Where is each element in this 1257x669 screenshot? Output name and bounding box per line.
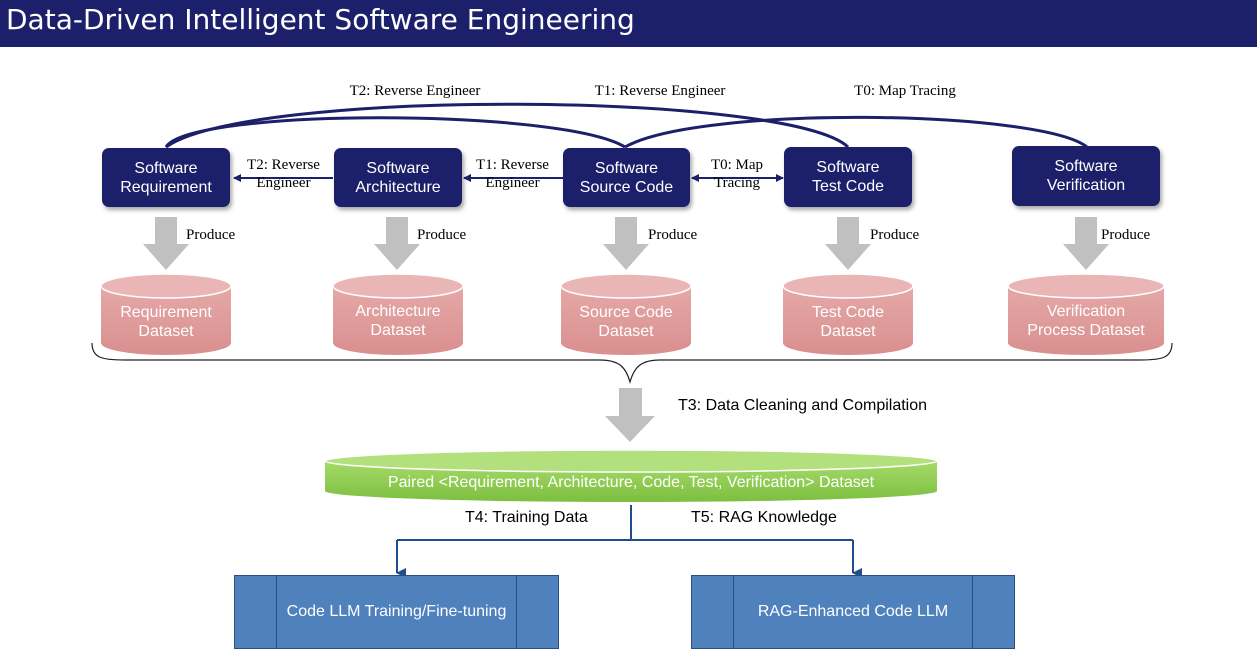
paired-dataset-label: Paired <Requirement, Architecture, Code,…: [387, 473, 875, 491]
box-label-line: Verification: [1046, 177, 1126, 194]
box-software-verification[interactable]: Software Verification: [1012, 146, 1160, 206]
link-label-t1: T1: Reverse Engineer: [465, 156, 560, 192]
arc-t2: [164, 116, 626, 149]
model-rag-enhanced[interactable]: RAG-Enhanced Code LLM: [691, 575, 1015, 649]
cylinder-verif: [1007, 273, 1165, 355]
box-label-line: Software: [594, 159, 659, 177]
t4-label: T4: Training Data: [465, 509, 588, 526]
t5-label: T5: RAG Knowledge: [691, 509, 837, 526]
box-label-line: Source Code: [579, 178, 674, 196]
dataset-label-line: Dataset: [820, 323, 876, 340]
link-label-line: T2: Reverse: [247, 157, 320, 173]
link-label-line: T1: Reverse: [476, 157, 549, 173]
dataset-label-source-code: Source Code Dataset: [561, 302, 691, 342]
dataset-label-line: Test Code: [811, 304, 885, 321]
link-label-line: T0: Map: [710, 157, 764, 173]
t3-label: T3: Data Cleaning and Compilation: [678, 397, 928, 414]
box-label-line: Requirement: [120, 178, 212, 196]
dataset-label-architecture: Architecture Dataset: [333, 301, 463, 341]
box-label-line: Software: [816, 159, 880, 176]
box-software-source-code[interactable]: Software Source Code: [563, 148, 690, 207]
produce-label-test: Produce: [870, 227, 920, 243]
cylinder-src: [560, 273, 692, 355]
produce-arrow-verif: [1063, 217, 1109, 270]
box-label-line: Software: [1054, 158, 1118, 175]
dataset-label-line: Dataset: [598, 323, 654, 340]
link-label-line: Engineer: [256, 175, 311, 191]
link-label-t0: T0: Map Tracing: [692, 156, 782, 192]
dataset-label-requirement: Requirement Dataset: [101, 302, 231, 342]
dataset-label-line: Verification: [1046, 303, 1126, 320]
arc-label-t1: T1: Reverse Engineer: [594, 83, 726, 99]
dataset-label-line: Architecture: [355, 303, 441, 320]
arc-label-t0: T0: Map Tracing: [854, 83, 956, 99]
t3-arrow: [605, 388, 655, 442]
produce-label-req: Produce: [186, 227, 236, 243]
dataset-label-test-code: Test Code Dataset: [783, 302, 913, 342]
link-label-line: Engineer: [485, 175, 540, 191]
cylinder-test: [782, 273, 914, 355]
box-label-line: Software: [134, 159, 198, 177]
dataset-label-line: Dataset: [370, 322, 426, 339]
dataset-label-line: Requirement: [120, 304, 212, 321]
arc-t1: [165, 102, 850, 149]
produce-arrow-test: [825, 217, 871, 270]
grouping-brace: [91, 342, 1173, 385]
produce-label-src: Produce: [648, 227, 698, 243]
arc-t0: [624, 115, 1088, 149]
produce-arrow-req: [143, 217, 189, 270]
dataset-label-line: Process Dataset: [1027, 322, 1145, 339]
arc-label-t2: T2: Reverse Engineer: [349, 83, 481, 99]
box-label-line: Test Code: [811, 178, 885, 195]
cylinder-req: [100, 273, 232, 355]
box-software-architecture[interactable]: Software Architecture: [334, 148, 462, 207]
cylinder-arch: [332, 273, 464, 355]
model-label-training: Code LLM Training/Fine-tuning: [276, 576, 517, 648]
box-label-line: Software: [366, 159, 430, 177]
page-title: Data-Driven Intelligent Software Enginee…: [6, 3, 635, 36]
produce-arrows: [143, 217, 1109, 270]
model-code-llm-training[interactable]: Code LLM Training/Fine-tuning: [234, 575, 559, 649]
box-software-test-code[interactable]: Software Test Code: [784, 147, 912, 207]
split-connectors: [396, 505, 862, 578]
dataset-label-line: Dataset: [138, 323, 194, 340]
link-label-line: Tracing: [713, 175, 761, 191]
title-bar: Data-Driven Intelligent Software Enginee…: [0, 0, 1257, 47]
produce-label-arch: Produce: [417, 227, 467, 243]
produce-arrow-src: [603, 217, 649, 270]
paired-dataset-cylinder: [324, 449, 938, 502]
produce-label-verif: Produce: [1101, 227, 1151, 243]
dataset-label-line: Source Code: [579, 304, 673, 321]
link-label-t2: T2: Reverse Engineer: [236, 156, 331, 192]
dataset-cylinders: [100, 273, 1165, 355]
dataset-label-verification: Verification Process Dataset: [1008, 301, 1164, 341]
box-software-requirement[interactable]: Software Requirement: [102, 148, 230, 207]
produce-arrow-arch: [374, 217, 420, 270]
model-label-rag: RAG-Enhanced Code LLM: [733, 576, 973, 648]
box-label-line: Architecture: [355, 178, 441, 196]
